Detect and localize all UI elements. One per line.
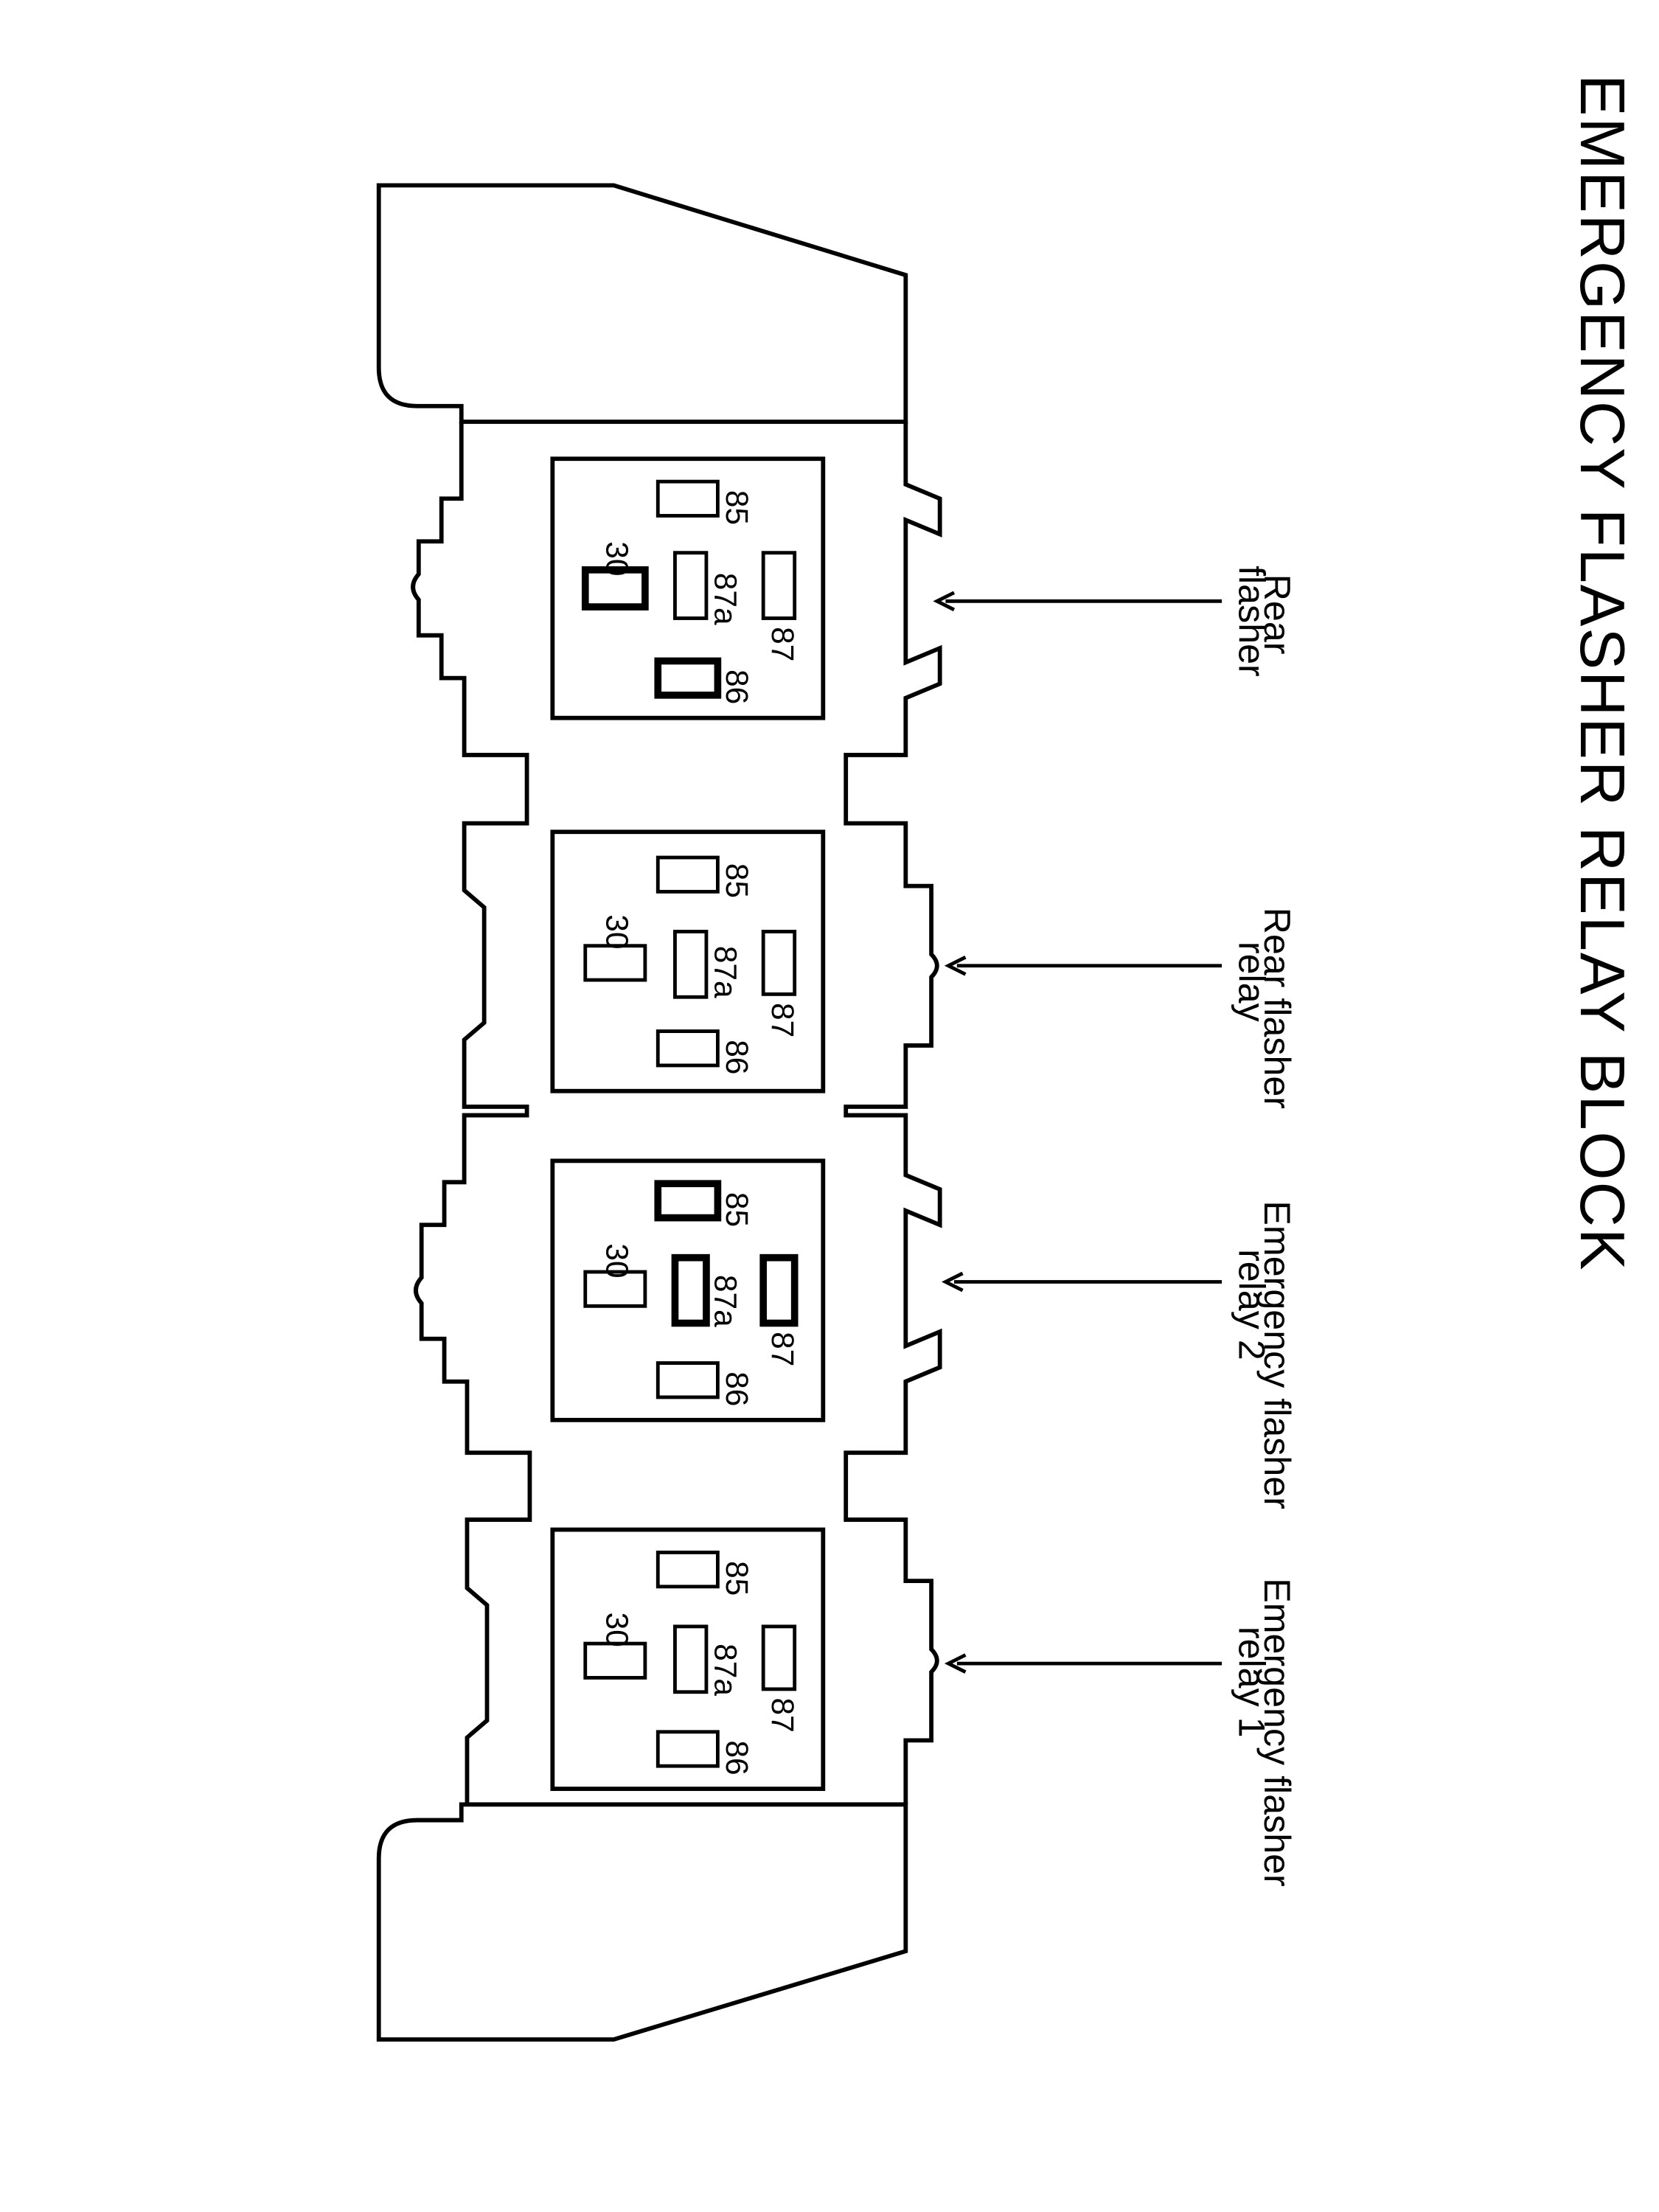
pin-30-slot [583,1270,647,1308]
callout-rear-flasher-line1: Rear [1256,574,1298,655]
pin-30-slot [581,566,649,611]
arrow-rear-flasher [933,591,956,612]
pin-86-slot [655,1361,720,1399]
pin-85-slot [655,1551,720,1589]
pin-85-label: 85 [719,1192,754,1227]
pin-85-slot [655,855,720,894]
pin-87a-label: 87a [708,1275,742,1327]
pin-85-label: 85 [719,863,754,898]
pin-86-slot [654,657,722,699]
callout-emergency-flasher-relay-2-line1: Emergency flasher [1256,1200,1298,1509]
pin-30-label: 30 [599,1613,634,1647]
socket-frame [550,1158,826,1422]
pin-86-label: 86 [719,1371,754,1406]
pin-30-slot [583,944,647,982]
pin-87-label: 87 [765,1332,799,1366]
callout-emergency-flasher-relay-2-line2: relay 2 [1231,1249,1272,1360]
arrow-emergency-flasher-relay-1 [944,1653,967,1674]
pin-87-slot [759,1253,799,1327]
pin-85-slot [655,479,720,518]
relay-socket-rear-flasher-relay: 85 86 87a 87 30 [550,830,826,1093]
callout-rear-flasher-line2: flasher [1231,566,1272,677]
pin-86-slot [655,1029,720,1068]
bottom-end-cap [376,1802,908,2042]
left-side-profile [411,421,532,1805]
pin-86-label: 86 [719,1040,754,1074]
pin-86-label: 86 [719,1740,754,1775]
pin-86-label: 86 [719,669,754,704]
pin-87-label: 87 [765,1003,799,1037]
right-side-profile [844,421,942,1805]
pin-30-label: 30 [599,914,634,949]
callout-labels: Rear flasher Rear flasher relay Emergenc… [1231,566,1298,1887]
pin-30-label: 30 [599,1243,634,1278]
pin-87a-slot [671,1253,710,1327]
pin-85-slot [654,1180,722,1222]
pin-30-slot [583,1641,647,1680]
callout-rear-flasher-relay-line1: Rear flasher [1256,908,1298,1109]
relay-socket-emergency-flasher-relay-2: 85 86 87a 87 30 [550,1158,826,1422]
pin-87-label: 87 [765,1697,799,1732]
pin-87-slot [761,551,797,620]
pin-30-label: 30 [599,541,634,576]
pin-87a-slot [673,551,709,620]
block-housing [376,183,942,2042]
pin-85-label: 85 [719,1561,754,1596]
callout-leaders [933,591,1222,1674]
pin-87a-slot [673,1624,709,1694]
relay-socket-emergency-flasher-relay-1: 85 86 87a 87 30 [550,1527,826,1791]
socket-frame [550,830,826,1093]
diagram-title: EMERGENCY FLASHER RELAY BLOCK [1567,74,1637,1272]
callout-emergency-flasher-relay-1-line1: Emergency flasher [1256,1578,1298,1887]
pin-87-label: 87 [765,627,799,661]
pin-86-slot [655,1730,720,1768]
pin-87a-slot [673,929,709,999]
relay-socket-rear-flasher: 85 86 87a 87 30 [550,456,826,720]
pin-87a-label: 87a [708,946,742,998]
pin-87-slot [761,929,797,996]
callout-emergency-flasher-relay-1-line2: relay 1 [1231,1627,1272,1738]
top-end-cap [376,183,908,424]
socket-frame [550,1527,826,1791]
pin-87a-label: 87a [708,573,742,625]
pin-87a-label: 87a [708,1644,742,1696]
socket-frame [550,456,826,720]
pin-85-label: 85 [719,490,754,525]
callout-rear-flasher-relay-line2: relay [1231,942,1272,1022]
arrow-rear-flasher-relay [944,956,967,976]
pin-87-slot [761,1624,797,1691]
arrow-emergency-flasher-relay-2 [942,1271,964,1293]
